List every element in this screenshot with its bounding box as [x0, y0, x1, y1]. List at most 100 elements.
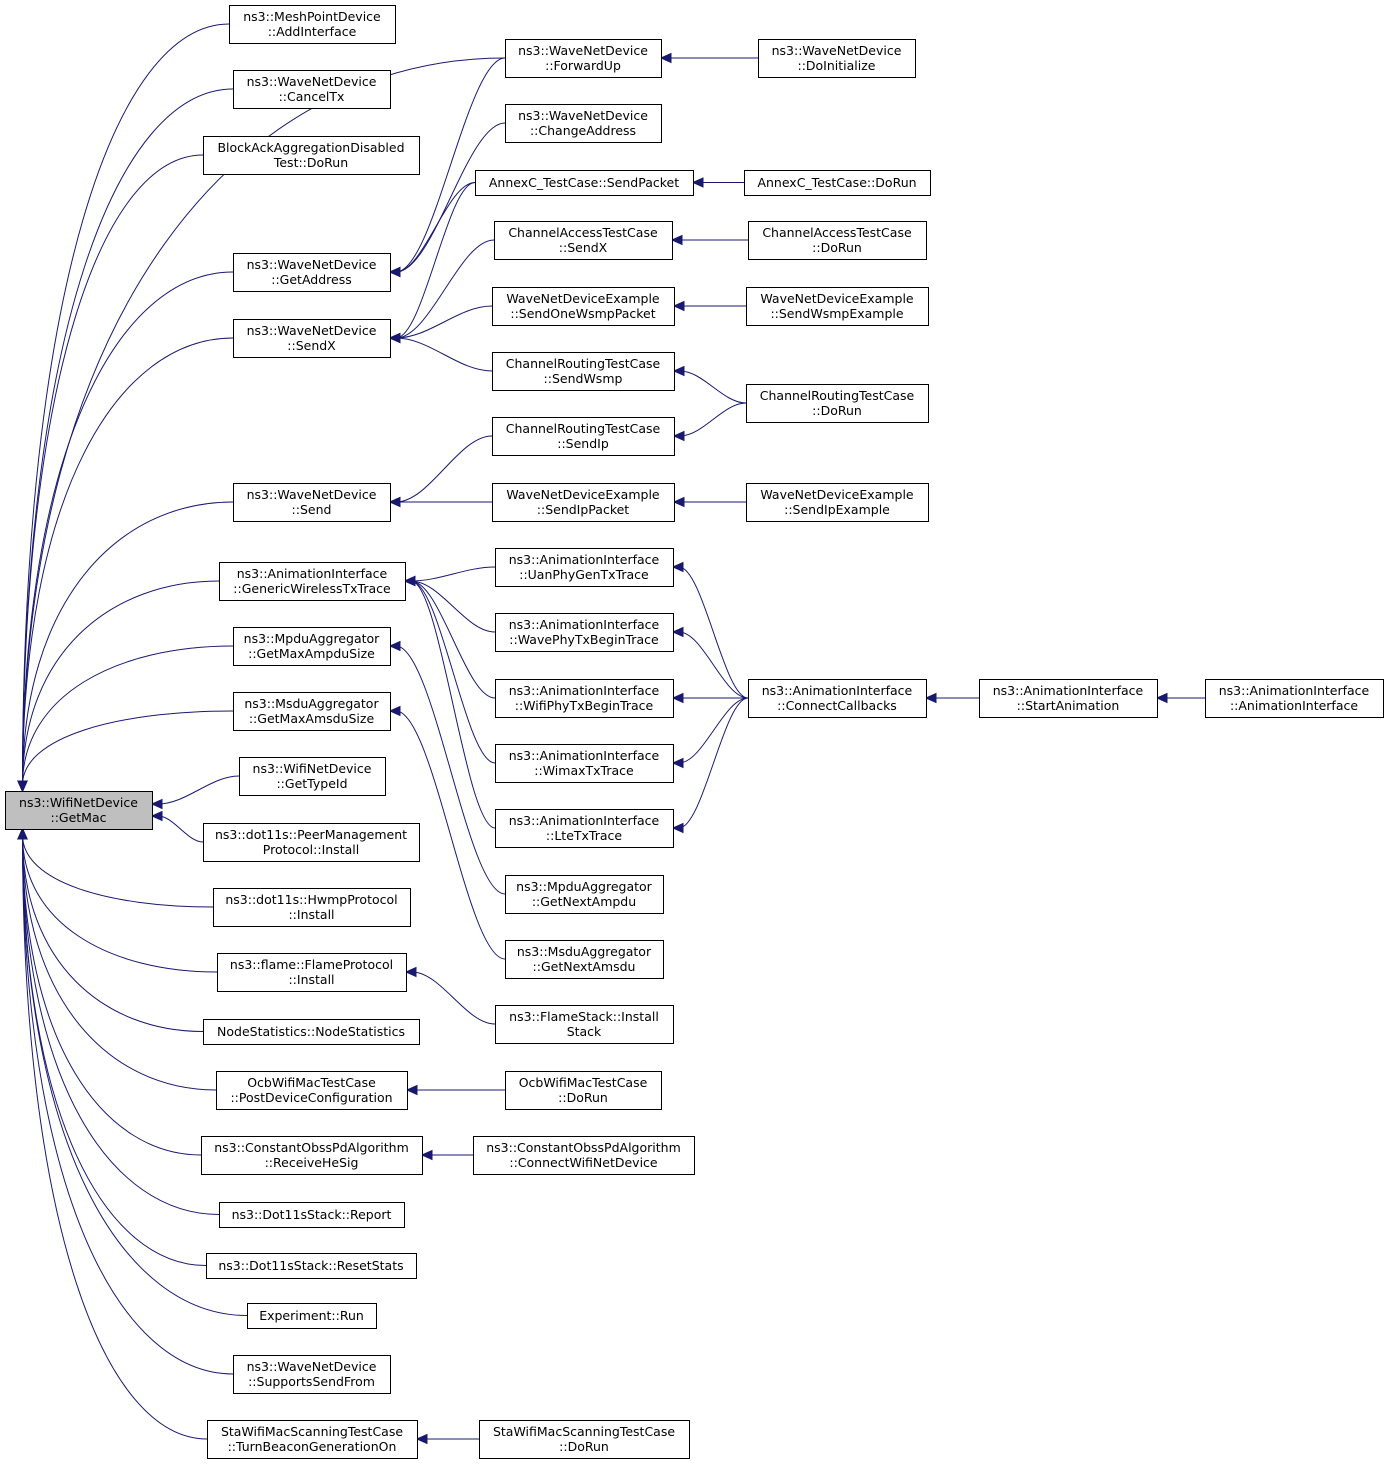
arrowhead-n25-to-n22 [671, 561, 684, 573]
graph-node-n27[interactable]: ns3::AnimationInterface::AnimationInterf… [1205, 679, 1384, 718]
edge-n2-to-getmac [22, 88, 234, 786]
node-label-line1: ns3::FlameStack::Install [509, 1009, 659, 1024]
graph-node-n35[interactable]: ns3::MpduAggregator::GetNextAmpdu [505, 875, 664, 914]
node-label-line1: ChannelAccessTestCase [508, 225, 658, 240]
graph-node-n34[interactable]: ns3::dot11s::HwmpProtocol::Install [213, 888, 411, 927]
graph-node-n19[interactable]: WaveNetDeviceExample::SendIpPacket [492, 483, 675, 522]
graph-node-n41[interactable]: OcbWifiMacTestCase::DoRun [505, 1071, 662, 1110]
node-label-line2: ::ConnectCallbacks [777, 698, 897, 713]
graph-node-n21[interactable]: ns3::AnimationInterface::GenericWireless… [219, 562, 406, 601]
graph-node-n44[interactable]: ns3::Dot11sStack::Report [219, 1202, 405, 1228]
graph-node-n45[interactable]: ns3::Dot11sStack::ResetStats [206, 1253, 417, 1279]
root-node-getmac[interactable]: ns3::WifiNetDevice::GetMac [5, 791, 153, 830]
edge-n45-to-getmac [22, 834, 207, 1266]
graph-node-n29[interactable]: ns3::AnimationInterface::LteTxTrace [495, 809, 674, 848]
node-label-line1: WaveNetDeviceExample [506, 291, 660, 306]
node-label-line2: ::GetNextAmpdu [532, 894, 636, 909]
node-box [203, 136, 420, 175]
graph-node-n1[interactable]: ns3::MeshPointDevice::AddInterface [229, 5, 396, 44]
graph-node-n28[interactable]: ns3::AnimationInterface::WimaxTxTrace [495, 744, 674, 783]
node-label-line1: ns3::Dot11sStack::Report [232, 1207, 392, 1222]
graph-node-n32[interactable]: ns3::WifiNetDevice::GetTypeId [239, 757, 386, 796]
graph-node-n17[interactable]: ChannelRoutingTestCase::SendIp [492, 417, 675, 456]
node-box [495, 613, 674, 652]
graph-node-n36[interactable]: ns3::flame::FlameProtocol::Install [217, 953, 407, 992]
graph-node-n38[interactable]: NodeStatistics::NodeStatistics [203, 1019, 420, 1045]
node-box [748, 221, 927, 260]
graph-node-n49[interactable]: StaWifiMacScanningTestCase::DoRun [479, 1420, 690, 1459]
graph-node-n31[interactable]: ns3::MsduAggregator::GetMaxAmsduSize [233, 692, 391, 731]
node-label-line2: ::CancelTx [279, 89, 345, 104]
graph-node-n22[interactable]: ns3::AnimationInterface::UanPhyGenTxTrac… [495, 548, 674, 587]
node-box [505, 104, 662, 143]
node-label-line1: ns3::WaveNetDevice [518, 108, 648, 123]
graph-node-n42[interactable]: ns3::ConstantObssPdAlgorithm::ReceiveHeS… [201, 1136, 423, 1175]
node-box [219, 1202, 405, 1228]
node-label-line2: ::SendX [287, 338, 336, 353]
graph-node-n33[interactable]: ns3::dot11s::PeerManagementProtocol::Ins… [203, 823, 420, 862]
node-box [233, 253, 391, 292]
node-label-line2: ::SendOneWsmpPacket [510, 306, 655, 321]
node-label-line1: ns3::WaveNetDevice [247, 74, 377, 89]
graph-node-n8[interactable]: AnnexC_TestCase::DoRun [744, 170, 931, 196]
graph-node-n14[interactable]: ns3::WaveNetDevice::SendX [233, 319, 391, 358]
edge-n7-to-n9 [395, 182, 476, 273]
node-label-line1: ChannelRoutingTestCase [760, 388, 915, 403]
node-label-line1: ns3::WaveNetDevice [247, 1359, 377, 1374]
arrowhead-n13-to-n12 [672, 300, 685, 312]
graph-node-n16[interactable]: ChannelRoutingTestCase::DoRun [746, 384, 929, 423]
edge-n25-to-n28 [678, 697, 749, 764]
node-label-line2: ::WavePhyTxBeginTrace [509, 632, 659, 647]
arrowhead-n25-to-n24 [671, 692, 684, 704]
node-label-line2: ::SendIpPacket [537, 502, 630, 517]
graph-node-n7[interactable]: AnnexC_TestCase::SendPacket [475, 170, 694, 196]
graph-node-n26[interactable]: ns3::AnimationInterface::StartAnimation [979, 679, 1158, 718]
node-box [746, 287, 929, 326]
graph-node-n46[interactable]: Experiment::Run [247, 1303, 377, 1329]
graph-node-n15[interactable]: ChannelRoutingTestCase::SendWsmp [492, 352, 675, 391]
node-label-line1: ns3::MpduAggregator [244, 631, 381, 646]
graph-node-n24[interactable]: ns3::AnimationInterface::WifiPhyTxBeginT… [495, 679, 674, 718]
node-label-line1: StaWifiMacScanningTestCase [493, 1424, 675, 1439]
graph-node-n18[interactable]: ns3::WaveNetDevice::Send [233, 483, 391, 522]
graph-node-n25[interactable]: ns3::AnimationInterface::ConnectCallback… [748, 679, 927, 718]
graph-node-n20[interactable]: WaveNetDeviceExample::SendIpExample [746, 483, 929, 522]
node-label-line2: ::DoRun [812, 240, 862, 255]
graph-node-n2[interactable]: ns3::WaveNetDevice::CancelTx [233, 70, 391, 109]
graph-node-n43[interactable]: ns3::ConstantObssPdAlgorithm::ConnectWif… [473, 1136, 695, 1175]
node-label-line1: ns3::MsduAggregator [517, 944, 652, 959]
graph-node-n48[interactable]: StaWifiMacScanningTestCase::TurnBeaconGe… [207, 1420, 418, 1459]
graph-node-n40[interactable]: OcbWifiMacTestCase::PostDeviceConfigurat… [216, 1071, 408, 1110]
graph-node-n30[interactable]: ns3::MpduAggregator::GetMaxAmpduSize [233, 627, 391, 666]
graph-node-n4[interactable]: ns3::WaveNetDevice::ForwardUp [505, 39, 662, 78]
edge-n31-to-getmac [22, 710, 234, 786]
node-label-line2: ::ForwardUp [545, 58, 621, 73]
edge-n22-to-n21 [410, 566, 496, 582]
graph-node-n13[interactable]: WaveNetDeviceExample::SendWsmpExample [746, 287, 929, 326]
node-label-line2: ::GetMaxAmpduSize [248, 646, 375, 661]
node-label-line1: ChannelRoutingTestCase [506, 356, 661, 371]
edge-n4-to-n9 [395, 57, 506, 273]
node-label-line2: ::ConnectWifiNetDevice [509, 1155, 658, 1170]
node-box [979, 679, 1158, 718]
graph-node-n12[interactable]: WaveNetDeviceExample::SendOneWsmpPacket [492, 287, 675, 326]
graph-node-n47[interactable]: ns3::WaveNetDevice::SupportsSendFrom [233, 1355, 391, 1394]
node-box [492, 352, 675, 391]
graph-node-n23[interactable]: ns3::AnimationInterface::WavePhyTxBeginT… [495, 613, 674, 652]
graph-node-n10[interactable]: ChannelAccessTestCase::SendX [494, 221, 673, 260]
graph-node-n11[interactable]: ChannelAccessTestCase::DoRun [748, 221, 927, 260]
node-box [233, 1355, 391, 1394]
graph-node-n37[interactable]: ns3::MsduAggregator::GetNextAmsdu [505, 940, 664, 979]
arrowhead-n25-to-n29 [671, 822, 684, 834]
node-label-line1: ns3::AnimationInterface [1219, 683, 1370, 698]
node-label-line1: ns3::WaveNetDevice [247, 487, 377, 502]
node-label-line1: ns3::dot11s::PeerManagement [215, 827, 407, 842]
arrowhead-n41-to-n40 [405, 1084, 418, 1096]
node-box [213, 888, 411, 927]
graph-node-n5[interactable]: ns3::WaveNetDevice::DoInitialize [758, 39, 916, 78]
graph-node-n9[interactable]: ns3::WaveNetDevice::GetAddress [233, 253, 391, 292]
node-label-line2: ::Install [288, 972, 334, 987]
graph-node-n6[interactable]: ns3::WaveNetDevice::ChangeAddress [505, 104, 662, 143]
